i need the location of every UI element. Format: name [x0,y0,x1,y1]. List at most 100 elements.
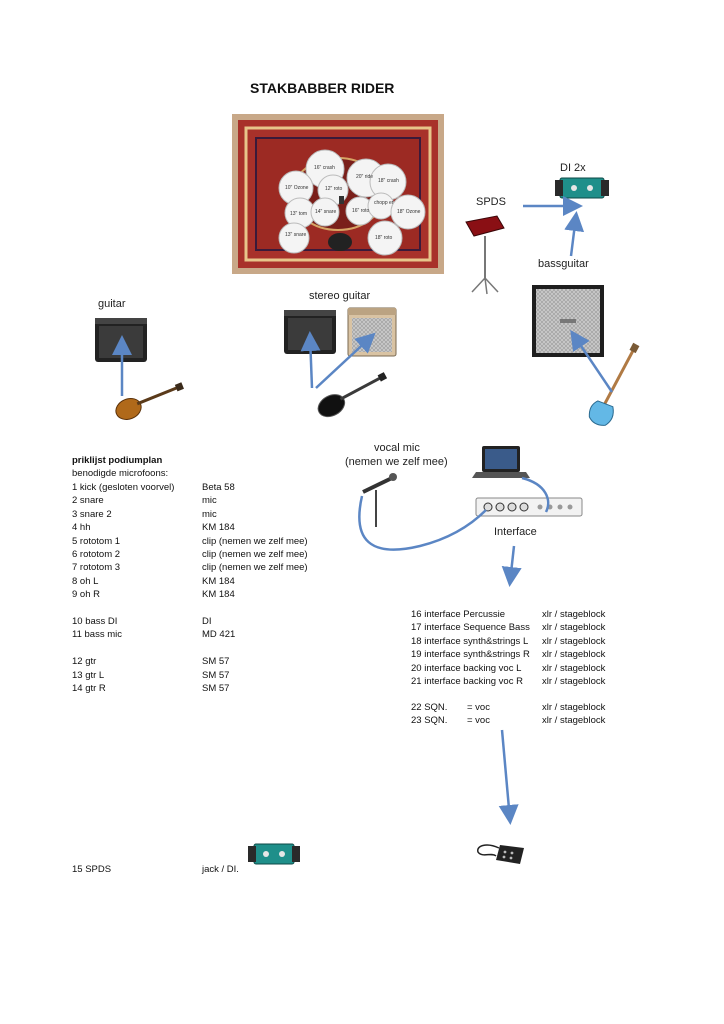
stageblock-icon [477,844,524,864]
mic-row-channel: 1 kick (gesloten voorvel) [72,482,175,493]
di-label: DI 2x [560,162,586,174]
vocal-mic-icon [362,473,397,527]
vocal-mic-note: (nemen we zelf mee) [345,456,448,468]
mic-row-mic: DI [202,616,212,627]
mic-row-mic: SM 57 [202,669,230,681]
signal-arrows [112,196,614,825]
mic-row-mic: KM 184 [202,575,235,587]
interface-row-connection: xlr / stageblock [542,662,606,674]
mic-list-subtitle: benodigde microfoons: [72,468,169,479]
interface-label: Interface [494,526,537,538]
interface-row-channel: 20 interface backing voc L [411,662,522,674]
mic-row-mic: MD 421 [202,629,236,641]
guitar-label: guitar [98,298,126,310]
mic-list-title: priklijst podiumplan [72,455,163,466]
drum-ozone-18 [390,194,426,230]
mic-row-channel: 3 snare 2 [72,508,112,520]
drum-label: chopp er [374,200,394,206]
mic-row-mic: clip (nemen we zelf mee) [202,562,308,574]
drum-throne [328,233,352,251]
cable-mic-to-interface [358,495,487,551]
audio-interface-icon [475,497,583,517]
bass-cabinet-icon [532,285,604,357]
vocal-mic-label: vocal mic [374,442,420,454]
spds-di-icon [248,843,300,865]
mic-row-channel: 5 rototom 1 [72,535,121,547]
bassguitar-label: bassguitar [538,258,589,270]
drum-label: 13" tom [290,211,307,217]
mic-row-channel: 7 rototom 3 [72,562,121,574]
drum-label: 18" roto [375,235,393,241]
drum-label: 14" snare [315,209,336,215]
interface-row-connection: xlr / stageblock [542,609,606,620]
mic-row-channel: 6 rototom 2 [72,549,121,560]
interface-row-channel: 21 interface backing voc R [411,676,523,687]
interface-row-channel: 16 interface Percussie [411,609,505,620]
mic-row-mic: mic [202,508,217,520]
interface-row-channel: 17 interface Sequence Bass [411,622,530,634]
interface-row-channel: 18 interface synth&strings L [411,635,529,647]
arrow-stereo-to-amp-left [300,331,321,389]
mic-row-channel: 8 oh L [72,575,99,587]
drum-label: 12" roto [325,186,343,192]
drum-label: 10" Ozone [285,185,309,191]
arrow-interface-down [501,545,522,587]
drum-roto-18 [367,220,403,256]
sqn-row-connection: xlr / stageblock [542,715,606,727]
sqn-row-equals: = voc [467,702,490,713]
drum-labels: 16" crash 20" ride 18" crash 10" Ozone 1… [285,165,421,241]
arrow-to-stageblock [498,729,519,825]
drum-label: 13" snare [285,232,306,238]
spds-label: SPDS [476,196,506,208]
interface-row-connection: xlr / stageblock [542,635,606,647]
mic-row-mic: SM 57 [202,656,230,668]
mic-row-mic: KM 184 [202,522,235,534]
interface-row-channel: 19 interface synth&strings R [411,649,530,661]
drum-kit [278,149,426,256]
drum-snare-14 [310,197,340,227]
drum-label: 18" crash [378,178,399,184]
spds-channel: 15 SPDS [72,864,112,875]
interface-row-connection: xlr / stageblock [542,676,606,687]
mic-row-channel: 13 gtr L [72,669,105,681]
sqn-row-channel: 22 SQN. [411,702,448,713]
mic-row-mic: SM 57 [202,683,230,694]
drum-label: 16" crash [314,165,335,171]
mic-row-mic: clip (nemen we zelf mee) [202,535,308,547]
mic-row-mic: KM 184 [202,589,235,601]
mic-row-mic: mic [202,495,217,507]
arrow-bass-to-di [564,211,585,257]
cable-laptop-to-interface [521,476,550,513]
drum-label: 20" ride [356,174,373,180]
sqn-row-channel: 23 SQN. [411,715,448,727]
laptop-icon [472,446,530,478]
interface-row-connection: xlr / stageblock [542,649,606,661]
mic-row-channel: 4 hh [72,522,91,534]
guitar-icon [115,382,184,420]
sqn-row-equals: = voc [467,715,490,727]
spds-connection: jack / DI. [202,864,239,875]
di-box-icon [555,177,609,199]
mic-row-channel: 2 snare [72,495,104,507]
spds-icon [465,215,505,295]
stereo-amp-right-icon [347,307,397,357]
arrow-bassguitar-to-cab [570,329,614,393]
drum-snare-13 [278,222,310,254]
mic-row-channel: 9 oh R [72,589,100,601]
mic-row-channel: 12 gtr [72,656,97,668]
mic-row-mic: clip (nemen we zelf mee) [202,549,308,560]
mic-row-channel: 11 bass mic [72,629,122,641]
drum-chopper [367,192,395,220]
arrow-stereo-to-amp-right [315,332,376,389]
drum-label: 16" roto [352,208,370,214]
mic-row-mic: Beta 58 [202,482,235,493]
mic-row-channel: 14 gtr R [72,683,106,694]
mic-row-channel: 10 bass DI [72,616,118,627]
page-title: STAKBABBER RIDER [250,80,395,96]
interface-row-connection: xlr / stageblock [542,622,606,634]
drum-label: 18" Ozone [397,209,421,215]
stereo-guitar-icon [317,372,388,418]
stereo-guitar-label: stereo guitar [309,290,371,302]
sqn-row-connection: xlr / stageblock [542,702,606,713]
